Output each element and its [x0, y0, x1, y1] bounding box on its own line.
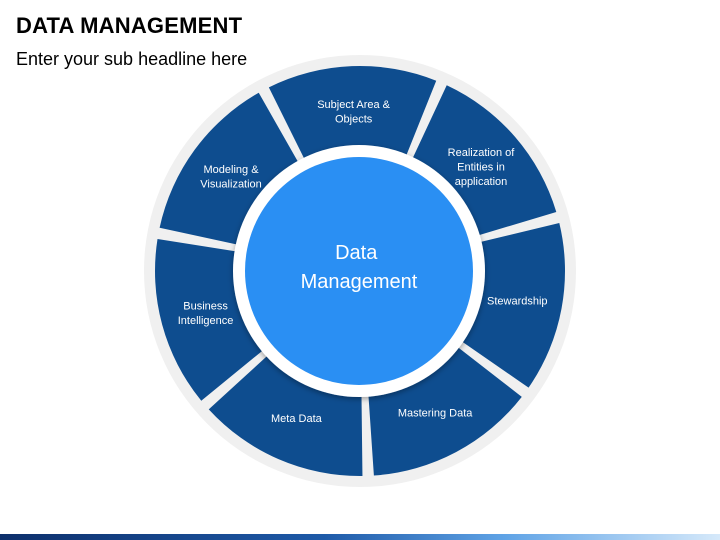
- bottom-accent-bar: [0, 534, 720, 540]
- segment-label-realization: Realization of Entities in application: [448, 147, 516, 188]
- segment-label-line: Business: [183, 301, 228, 313]
- segment-label-line: Subject Area &: [317, 99, 390, 111]
- center-label: Data Management: [301, 242, 418, 293]
- segment-label-line: Intelligence: [178, 315, 234, 327]
- segment-label-line: Visualization: [200, 179, 262, 191]
- segment-label-line: Objects: [335, 113, 373, 125]
- segment-label-meta-data: Meta Data: [271, 413, 323, 425]
- segment-label-stewardship: Stewardship: [487, 295, 548, 307]
- segment-subject-area: [268, 66, 437, 164]
- page-subtitle: Enter your sub headline here: [16, 49, 248, 69]
- segment-label-line: Stewardship: [487, 295, 548, 307]
- segment-label-subject-area: Subject Area & Objects: [317, 99, 390, 126]
- segment-modeling: [159, 92, 301, 246]
- segment-label-line: Modeling &: [204, 164, 260, 176]
- segment-label-line: Entities in: [457, 161, 505, 173]
- segment-stewardship: [458, 222, 566, 388]
- page-title: DATA MANAGEMENT: [16, 13, 243, 38]
- segment-realization: [410, 85, 557, 237]
- segment-label-modeling: Modeling & Visualization: [200, 164, 262, 191]
- center-label-line-1: Data: [335, 242, 378, 264]
- center-label-line-2: Management: [301, 271, 418, 293]
- segment-label-mastering-data: Mastering Data: [398, 407, 473, 419]
- segment-label-line: Realization of: [448, 147, 516, 159]
- segment-label-line: Mastering Data: [398, 407, 473, 419]
- segment-meta-data: [208, 352, 363, 477]
- segment-label-line: Meta Data: [271, 413, 323, 425]
- segment-mastering-data: [368, 344, 522, 476]
- center-circle: [245, 157, 473, 385]
- segment-label-line: application: [455, 176, 508, 188]
